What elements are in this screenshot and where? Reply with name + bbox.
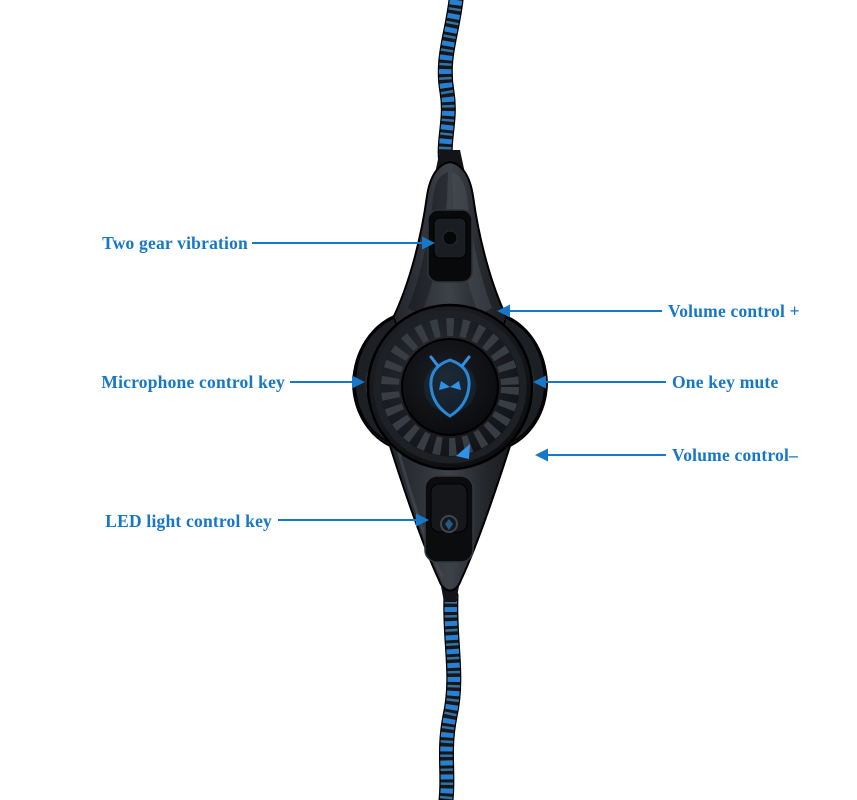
callout-arrows xyxy=(352,236,548,527)
volume-dial xyxy=(366,303,534,471)
callout-arrow-volume-down xyxy=(535,448,548,462)
cable-top xyxy=(437,0,464,178)
remote-body xyxy=(351,150,549,602)
cable-bottom xyxy=(438,588,462,800)
callout-arrow-vibration xyxy=(422,236,435,250)
vibration-button xyxy=(427,209,473,283)
callout-arrow-volume-up xyxy=(497,304,510,318)
callout-label-volume-up: Volume control + xyxy=(668,301,800,321)
dial-teeth xyxy=(381,318,519,456)
led-button xyxy=(424,475,474,563)
callout-label-volume-down: Volume control– xyxy=(672,445,798,465)
callout-arrow-mute xyxy=(533,375,546,389)
callout-arrow-led xyxy=(416,513,429,527)
callout-label-led: LED light control key xyxy=(105,511,272,531)
logo-emblem xyxy=(424,355,476,418)
callout-label-mute: One key mute xyxy=(672,372,779,392)
callout-label-vibration: Two gear vibration xyxy=(102,233,248,253)
callout-label-microphone: Microphone control key xyxy=(101,372,285,392)
callout-lines xyxy=(252,242,666,521)
dial-minus-marker xyxy=(456,444,470,459)
callout-arrow-microphone xyxy=(352,375,365,389)
